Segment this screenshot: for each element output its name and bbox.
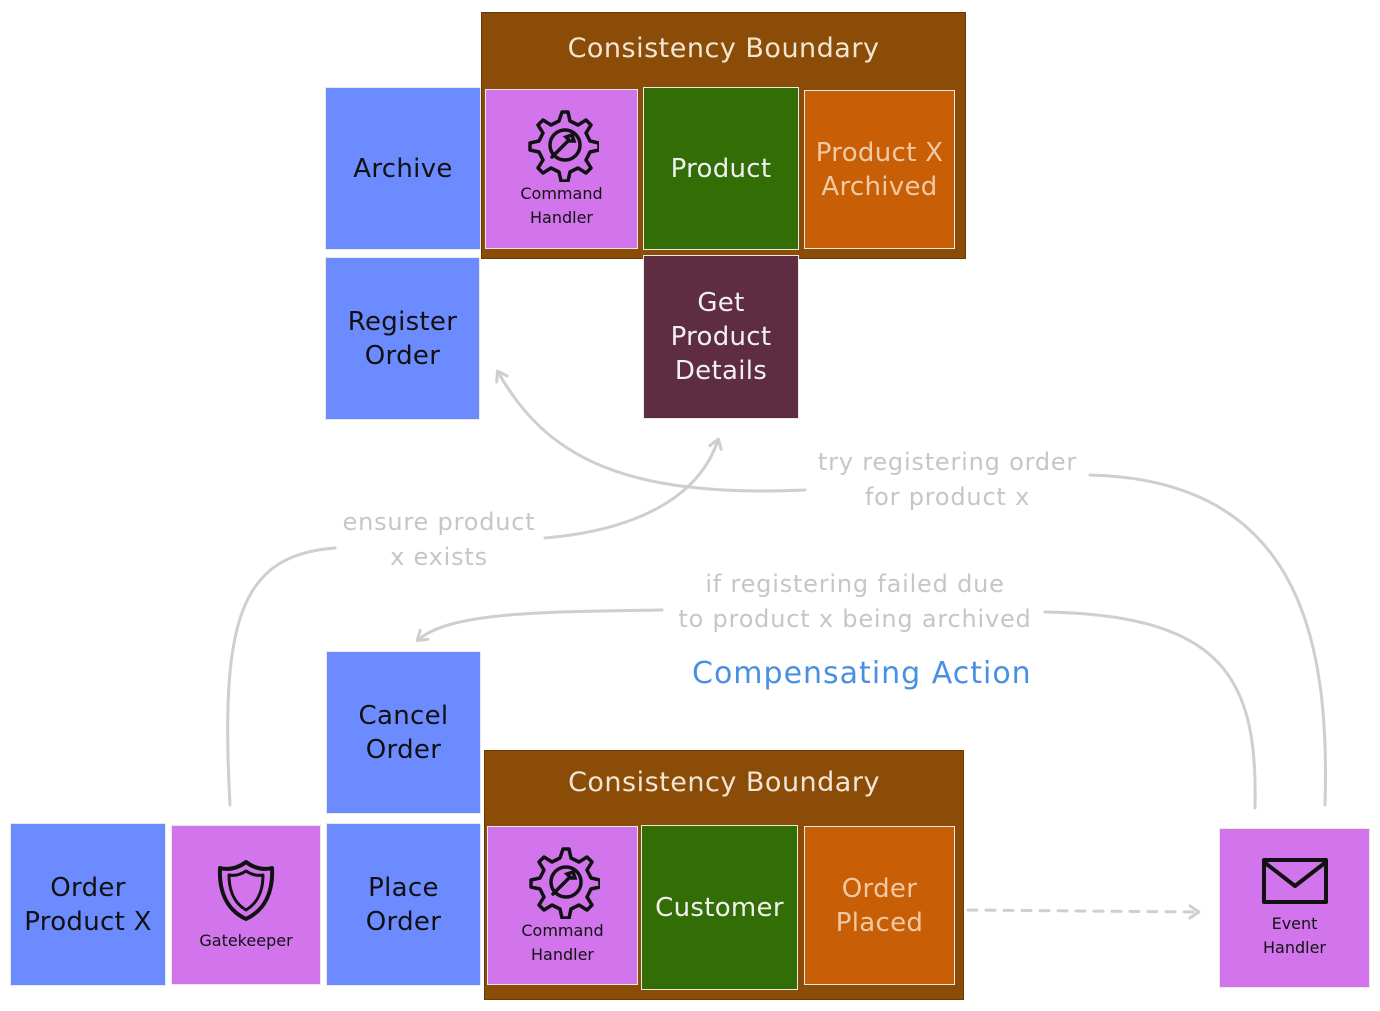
actor-label: Order Product X	[24, 872, 152, 937]
command-handler-top[interactable]: Command Handler	[485, 89, 638, 249]
envelope-icon	[1261, 858, 1328, 904]
annotation-try-registering: try registering order for product x	[817, 448, 1078, 511]
command-handler-bottom[interactable]: Command Handler	[487, 826, 638, 985]
read-model-label: Get Product Details	[670, 288, 772, 386]
arrow-if-registering-failed	[418, 608, 1257, 810]
event-handler-label: Event Handler	[1263, 914, 1326, 957]
boundary-title: Consistency Boundary	[568, 767, 880, 798]
command-place-order[interactable]: Place Order	[326, 823, 481, 986]
annotation-ensure-product: ensure product x exists	[342, 508, 536, 571]
arrow-try-registering-order	[498, 372, 1327, 807]
aggregate-label: Product	[670, 153, 772, 184]
aggregate-customer[interactable]: Customer	[641, 825, 798, 990]
gear-wrench-icon	[528, 846, 600, 919]
read-model-get-product-details[interactable]: Get Product Details	[643, 255, 799, 419]
event-order-placed[interactable]: Order Placed	[804, 826, 955, 985]
handler-label: Command Handler	[521, 920, 604, 964]
arrow-ensure-product-exists	[226, 440, 718, 807]
aggregate-product[interactable]: Product	[643, 87, 799, 250]
boundary-title: Consistency Boundary	[567, 33, 880, 64]
event-product-archived[interactable]: Product X Archived	[804, 90, 955, 249]
command-label: Archive	[353, 153, 453, 184]
compensating-action-title: Compensating Action	[692, 656, 1032, 691]
command-cancel-order[interactable]: Cancel Order	[326, 651, 481, 814]
gatekeeper[interactable]: Gatekeeper	[171, 825, 321, 985]
event-label: Product X Archived	[815, 137, 944, 202]
event-handler[interactable]: Event Handler	[1219, 828, 1370, 988]
command-register-order[interactable]: Register Order	[325, 257, 480, 420]
actor-order-product-x[interactable]: Order Product X	[10, 823, 166, 986]
command-label: Register Order	[347, 306, 458, 371]
shield-icon	[217, 860, 275, 921]
handler-label: Command Handler	[520, 184, 603, 227]
gatekeeper-label: Gatekeeper	[199, 931, 293, 950]
command-label: Cancel Order	[358, 700, 449, 765]
command-archive[interactable]: Archive	[325, 87, 481, 250]
command-label: Place Order	[365, 872, 442, 937]
gear-wrench-icon	[527, 110, 599, 182]
aggregate-label: Customer	[655, 892, 784, 923]
annotation-if-failed: if registering failed due to product x b…	[678, 570, 1032, 633]
arrow-order-placed-to-event-handler	[966, 904, 1201, 920]
event-label: Order Placed	[835, 873, 924, 938]
